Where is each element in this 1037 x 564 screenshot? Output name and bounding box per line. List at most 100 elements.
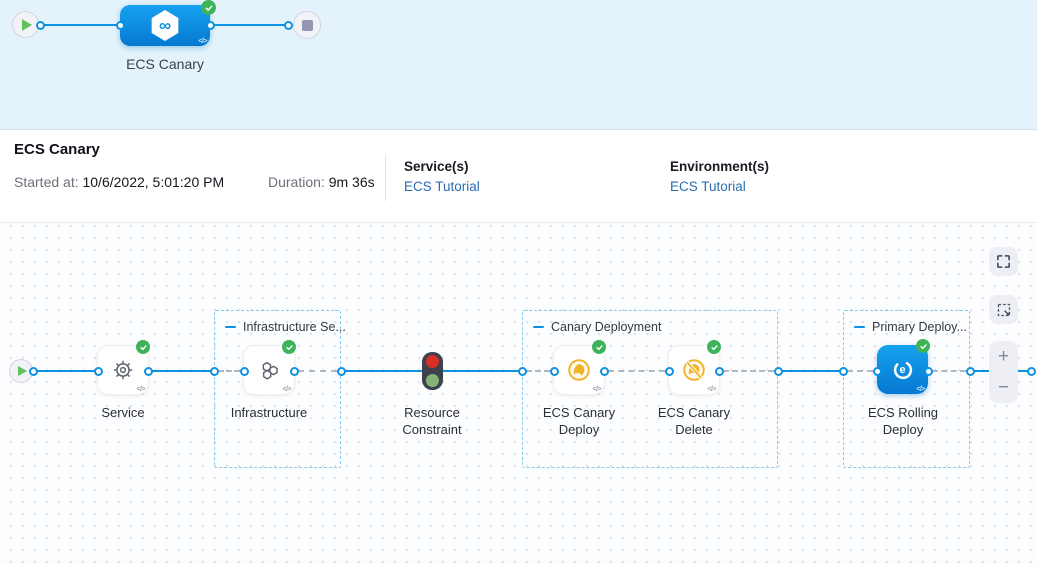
stage-label: ECS Canary (126, 56, 204, 72)
success-check-badge (201, 0, 216, 15)
collapse-icon[interactable] (225, 325, 236, 329)
connector-dot (289, 366, 299, 376)
ecs-rolling-icon (893, 360, 912, 379)
group-label: Primary Deploy... (872, 320, 967, 334)
code-icon: </> (282, 386, 291, 393)
group-primary-deployment: Primary Deploy... (843, 310, 970, 468)
step-label: Infrastructure (230, 405, 308, 420)
connector-dot (209, 366, 219, 376)
success-check-badge (282, 340, 296, 354)
execution-title: ECS Canary (14, 141, 100, 158)
group-label: Infrastructure Se... (243, 320, 346, 334)
services-label: Service(s) (404, 159, 469, 174)
play-icon (22, 18, 32, 31)
check-icon (139, 344, 147, 350)
gear-icon (113, 360, 133, 380)
traffic-light-red (426, 355, 439, 368)
dashed-edge-line (847, 370, 873, 372)
dashed-edge-line (526, 370, 550, 372)
hexagon-cluster-icon (262, 361, 278, 380)
step-infrastructure[interactable]: </> (244, 346, 294, 394)
started-at-value: 10/6/2022, 5:01:20 PM (82, 174, 225, 190)
connector-dot (35, 20, 45, 30)
execution-graph-canvas[interactable]: Infrastructure Se... Canary Deployment P… (0, 223, 1037, 564)
edge-line (341, 369, 424, 373)
environments-label: Environment(s) (670, 159, 770, 174)
fullscreen-button[interactable] (989, 247, 1018, 276)
group-label: Canary Deployment (551, 320, 662, 334)
zoom-control: + − (989, 341, 1018, 403)
dashed-edge-line (932, 370, 966, 372)
connector-dot (923, 366, 933, 376)
marquee-select-button[interactable] (989, 295, 1018, 324)
started-at-label: Started at: (14, 174, 79, 190)
edge-line (34, 369, 98, 373)
environments-block: Environment(s) ECS Tutorial (670, 159, 769, 194)
dashed-edge-line (218, 370, 240, 372)
step-label: Service (101, 405, 145, 420)
marquee-select-icon (997, 303, 1010, 316)
collapse-icon[interactable] (533, 325, 544, 329)
check-icon (919, 343, 927, 349)
ecs-letter: e (899, 364, 906, 376)
group-header[interactable]: Infrastructure Se... (215, 311, 346, 334)
zoom-in-button[interactable]: + (997, 346, 1010, 367)
connector-dot (283, 20, 293, 30)
edge-line (212, 23, 286, 27)
stage-node-ecs-canary[interactable]: ∞ </> (120, 5, 210, 46)
dashed-edge-line (298, 370, 337, 372)
connector-dot (714, 366, 724, 376)
group-header[interactable]: Primary Deploy... (844, 311, 969, 334)
step-label: ECS Rolling Deploy (867, 405, 939, 437)
stage-graph-band: ∞ </> ECS Canary (0, 0, 1037, 130)
connector-dot (1026, 366, 1036, 376)
zoom-out-button[interactable]: − (997, 377, 1010, 398)
code-icon: </> (916, 386, 925, 393)
edge-line (148, 369, 214, 373)
step-label: Resource Constraint (402, 405, 462, 437)
step-ecs-canary-delete[interactable]: </> (669, 346, 719, 394)
check-icon (285, 344, 293, 350)
collapse-icon[interactable] (854, 325, 865, 329)
connector-dot (517, 366, 527, 376)
group-header[interactable]: Canary Deployment (523, 311, 777, 334)
edge-line (778, 369, 843, 373)
pipeline-end-node (293, 11, 321, 39)
step-resource-constraint[interactable] (422, 352, 443, 390)
code-icon: </> (198, 38, 207, 45)
connector-dot (773, 366, 783, 376)
traffic-light-green (426, 374, 439, 387)
connector-dot (115, 20, 125, 30)
code-icon: </> (592, 386, 601, 393)
canary-slash-icon (683, 359, 705, 381)
step-service[interactable]: </> (98, 346, 148, 394)
connector-dot (205, 20, 215, 30)
connector-dot (336, 366, 346, 376)
connector-dot (549, 366, 559, 376)
environments-link[interactable]: ECS Tutorial (670, 179, 746, 194)
connector-dot (239, 366, 249, 376)
step-ecs-rolling-deploy[interactable]: e </> (877, 345, 928, 394)
connector-dot (599, 366, 609, 376)
started-at-row: Started at: 10/6/2022, 5:01:20 PM (14, 174, 224, 190)
fullscreen-icon (997, 255, 1010, 268)
code-icon: </> (136, 386, 145, 393)
connector-dot (28, 366, 38, 376)
connector-dot (143, 366, 153, 376)
check-icon (595, 344, 603, 350)
vertical-divider (385, 155, 386, 201)
services-block: Service(s) ECS Tutorial (404, 159, 480, 194)
duration-value: 9m 36s (328, 174, 375, 190)
dashed-edge-line (608, 370, 665, 372)
services-link[interactable]: ECS Tutorial (404, 179, 480, 194)
connector-dot (965, 366, 975, 376)
check-icon (710, 344, 718, 350)
connector-dot (872, 366, 882, 376)
success-check-badge (592, 340, 606, 354)
play-icon (18, 366, 27, 376)
step-ecs-canary-deploy[interactable]: </> (554, 346, 604, 394)
check-icon (205, 5, 212, 11)
duration-row: Duration: 9m 36s (268, 174, 375, 190)
canary-icon (568, 359, 590, 381)
